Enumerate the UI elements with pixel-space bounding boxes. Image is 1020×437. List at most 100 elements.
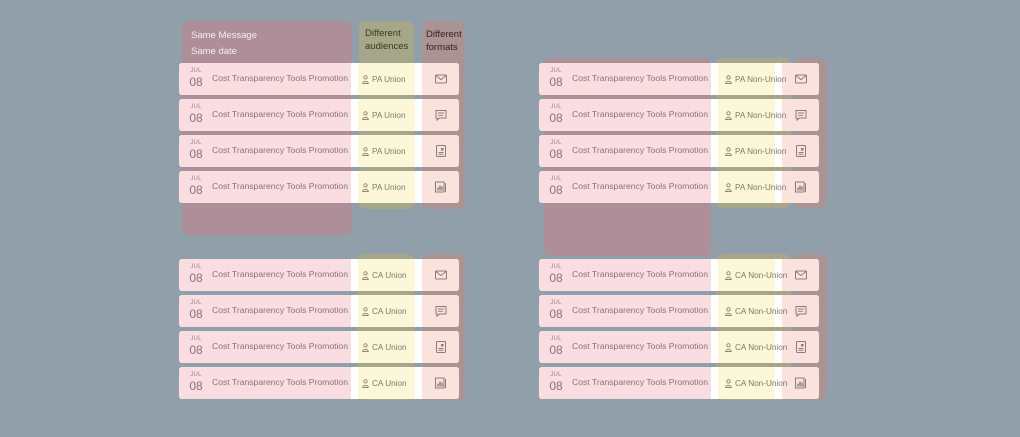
person-icon <box>362 306 369 316</box>
message-cell <box>539 331 711 363</box>
report-icon <box>795 377 806 389</box>
audience-cell <box>358 171 415 203</box>
date-day: 08 <box>549 147 563 161</box>
mail-icon <box>795 270 807 280</box>
message-title: Cost Transparency Tools Promotion <box>212 73 348 83</box>
message-title: Cost Transparency Tools Promotion <box>212 109 348 119</box>
date-month: JUL <box>190 264 202 270</box>
message-title: Cost Transparency Tools Promotion <box>572 377 708 387</box>
audience-text: CA Non-Union <box>735 270 788 280</box>
audience-cell <box>718 367 775 399</box>
audience-text: PA Non-Union <box>735 74 787 84</box>
document-icon <box>796 341 806 353</box>
audience-text: CA Non-Union <box>735 342 788 352</box>
date-day: 08 <box>189 343 203 357</box>
audience-text: PA Union <box>372 182 406 192</box>
audience-text: PA Union <box>372 74 406 84</box>
person-icon <box>725 342 732 352</box>
document-icon <box>796 145 806 157</box>
audience-cell <box>358 259 415 291</box>
audience-cell <box>358 99 415 131</box>
message-cell <box>539 135 711 167</box>
format-cell <box>782 135 819 167</box>
date-day: 08 <box>549 379 563 393</box>
audience-label: PA Non-Union <box>725 73 786 85</box>
date-month: JUL <box>550 176 562 182</box>
date-month: JUL <box>190 336 202 342</box>
chat-icon <box>795 306 807 318</box>
person-icon <box>725 146 732 156</box>
date-day: 08 <box>549 75 563 89</box>
audience-label: CA Union <box>362 377 407 389</box>
audience-label: CA Non-Union <box>725 341 787 353</box>
format-cell <box>422 331 459 363</box>
audience-text: PA Union <box>372 110 406 120</box>
message-annotation-line2: Same date <box>191 45 237 57</box>
person-icon <box>362 146 369 156</box>
audience-text: PA Non-Union <box>735 146 787 156</box>
audience-cell <box>718 331 775 363</box>
audience-cell <box>718 99 775 131</box>
audience-cell <box>718 63 775 95</box>
person-icon <box>725 110 732 120</box>
audience-text: CA Non-Union <box>735 378 788 388</box>
audience-label: CA Union <box>362 341 407 353</box>
message-title: Cost Transparency Tools Promotion <box>212 181 348 191</box>
date-month: JUL <box>190 104 202 110</box>
date-day: 08 <box>549 111 563 125</box>
date-month: JUL <box>190 176 202 182</box>
date-day: 08 <box>549 183 563 197</box>
chat-icon <box>795 110 807 122</box>
person-icon <box>725 182 732 192</box>
audience-label: PA Non-Union <box>725 181 786 193</box>
date-day: 08 <box>189 147 203 161</box>
message-cell <box>179 99 351 131</box>
date-month: JUL <box>550 104 562 110</box>
message-title: Cost Transparency Tools Promotion <box>572 73 708 83</box>
message-title: Cost Transparency Tools Promotion <box>212 377 348 387</box>
message-title: Cost Transparency Tools Promotion <box>572 181 708 191</box>
date-month: JUL <box>550 68 562 74</box>
chat-icon <box>435 110 447 122</box>
person-icon <box>725 270 732 280</box>
audience-label: CA Union <box>362 305 407 317</box>
message-cell <box>179 259 351 291</box>
format-cell <box>422 135 459 167</box>
audience-cell <box>718 295 775 327</box>
message-cell <box>539 99 711 131</box>
person-icon <box>725 378 732 388</box>
date-month: JUL <box>190 372 202 378</box>
audience-annotation-line1: Different <box>365 28 401 39</box>
audience-text: PA Non-Union <box>735 182 787 192</box>
audience-label: PA Union <box>362 145 406 157</box>
date-month: JUL <box>550 264 562 270</box>
date-day: 08 <box>189 111 203 125</box>
audience-text: CA Non-Union <box>735 306 788 316</box>
message-cell <box>179 367 351 399</box>
message-title: Cost Transparency Tools Promotion <box>212 269 348 279</box>
audience-text: PA Union <box>372 146 406 156</box>
audience-cell <box>718 135 775 167</box>
audience-annotation-line2: audiences <box>365 40 409 52</box>
person-icon <box>362 182 369 192</box>
audience-cell <box>718 259 775 291</box>
message-annotation-line1: Same Message <box>191 30 258 41</box>
audience-cell <box>358 295 415 327</box>
message-cell <box>539 295 711 327</box>
